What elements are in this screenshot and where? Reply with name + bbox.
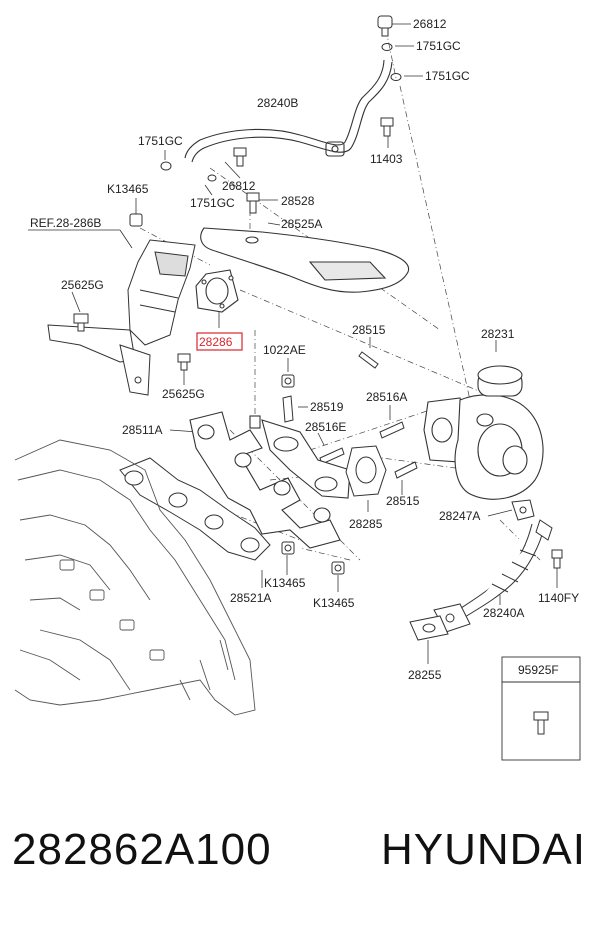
exploded-parts-diagram: 26812 1751GC 1751GC 28240B 1751GC 11403 … — [14, 15, 581, 761]
label-1751gc-left-b: 1751GC — [190, 196, 235, 210]
label-28240a: 28240A — [483, 606, 524, 620]
washer-1751gc-left — [160, 161, 217, 182]
gasket-28247a — [511, 499, 535, 521]
label-1022ae: 1022AE — [263, 343, 306, 357]
label-28519: 28519 — [310, 400, 344, 414]
nut-k13465-lower-b — [331, 561, 345, 575]
label-k13465-lower-a: K13465 — [264, 576, 306, 590]
catalytic-converter-ref — [47, 239, 196, 396]
label-28516e: 28516E — [305, 420, 346, 434]
stud-28515-upper — [358, 351, 379, 369]
label-28511a: 28511A — [122, 423, 162, 437]
label-1140fy: 1140FY — [538, 591, 579, 605]
label-11403: 11403 — [370, 152, 403, 166]
brand-name: HYUNDAI — [380, 825, 586, 874]
label-ref-28-286b: REF.28-286B — [30, 216, 101, 230]
label-28516a: 28516A — [366, 390, 407, 404]
bolt-11403 — [380, 117, 394, 137]
label-28515-lower: 28515 — [386, 494, 420, 508]
banjo-bolt-26812-top — [377, 15, 393, 37]
nut-k13465-top — [129, 213, 143, 227]
nut-k13465-lower-a — [281, 541, 295, 555]
part-number: 282862A100 — [12, 825, 272, 874]
leader-lines — [28, 23, 558, 664]
label-1751gc-top-b: 1751GC — [425, 69, 470, 83]
stud-28519 — [282, 395, 294, 423]
highlight-box-28286 — [196, 332, 243, 351]
label-28240b: 28240B — [257, 96, 298, 110]
label-28255: 28255 — [408, 668, 442, 682]
heat-shield-28525a — [200, 227, 410, 293]
label-28247a: 28247A — [439, 509, 480, 523]
label-28521a: 28521A — [230, 591, 271, 605]
banjo-bolt-26812-left — [233, 147, 247, 167]
gasket-28286 — [195, 269, 239, 313]
turbocharger-28231 — [423, 365, 544, 500]
gasket-28255 — [409, 615, 449, 641]
nut-1022ae — [281, 374, 295, 388]
oil-feed-pipe-28240b — [184, 59, 393, 163]
bolt-95925f — [533, 711, 549, 735]
part-labels: 26812 1751GC 1751GC 28240B 1751GC 11403 … — [30, 17, 579, 682]
label-28525a: 28525A — [281, 217, 322, 231]
stud-28516a — [379, 421, 405, 439]
label-k13465-top: K13465 — [107, 182, 149, 196]
label-26812-top: 26812 — [413, 17, 447, 31]
label-28286: 28286 — [199, 335, 233, 349]
label-26812-left: 26812 — [222, 179, 256, 193]
label-1751gc-top-a: 1751GC — [416, 39, 461, 53]
label-28285: 28285 — [349, 517, 383, 531]
stud-28515-lower — [394, 461, 418, 479]
label-28515-upper: 28515 — [352, 323, 386, 337]
bolt-1140fy — [551, 549, 563, 569]
kit-box-95925f — [501, 656, 581, 761]
label-k13465-lower-b: K13465 — [313, 596, 355, 610]
label-95925f: 95925F — [518, 663, 559, 677]
exhaust-manifold-28511a — [189, 411, 351, 549]
label-25625g-lower: 25625G — [162, 387, 205, 401]
label-28528: 28528 — [281, 194, 315, 208]
manifold-gasket-28521a — [119, 457, 271, 561]
bolt-25625g-upper — [73, 313, 89, 332]
bolt-25625g-lower — [177, 353, 191, 371]
engine-block — [14, 439, 256, 716]
gasket-28285 — [345, 445, 387, 497]
washer-1751gc-top — [381, 43, 402, 81]
label-25625g-upper: 25625G — [61, 278, 104, 292]
label-1751gc-left-a: 1751GC — [138, 134, 183, 148]
label-28231: 28231 — [481, 327, 515, 341]
bolt-28528 — [246, 192, 260, 214]
